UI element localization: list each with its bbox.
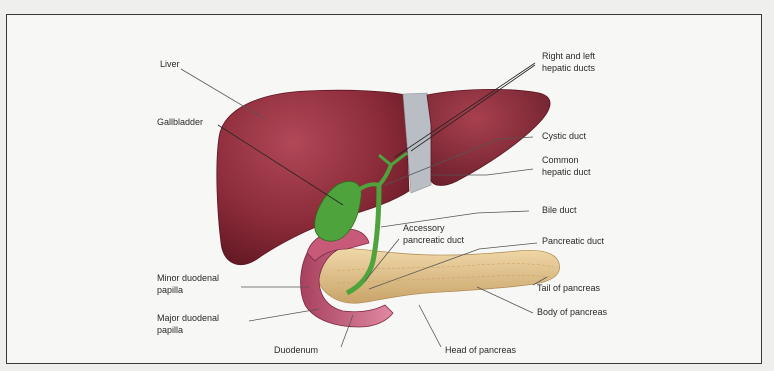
liver-pancreas-diagram: Liver Gallbladder Right and left hepatic… bbox=[7, 15, 763, 365]
label-pancreatic-duct: Pancreatic duct bbox=[542, 236, 605, 246]
label-major-papilla-2: papilla bbox=[157, 325, 183, 335]
label-cystic-duct: Cystic duct bbox=[542, 131, 587, 141]
label-head-of-pancreas: Head of pancreas bbox=[445, 345, 517, 355]
label-gallbladder: Gallbladder bbox=[157, 117, 203, 127]
label-major-papilla-1: Major duodenal bbox=[157, 313, 219, 323]
label-body-of-pancreas: Body of pancreas bbox=[537, 307, 608, 317]
leader-body-pancreas bbox=[477, 287, 533, 313]
leader-major-papilla bbox=[249, 309, 319, 321]
label-duodenum: Duodenum bbox=[274, 345, 318, 355]
diagram-frame: Liver Gallbladder Right and left hepatic… bbox=[6, 14, 762, 364]
label-minor-papilla-1: Minor duodenal bbox=[157, 273, 219, 283]
label-accessory-1: Accessory bbox=[403, 223, 445, 233]
label-bile-duct: Bile duct bbox=[542, 205, 577, 215]
label-accessory-2: pancreatic duct bbox=[403, 235, 465, 245]
label-hepatic-ducts-1: Right and left bbox=[542, 51, 596, 61]
leader-head-pancreas bbox=[419, 305, 441, 347]
label-tail-of-pancreas: Tail of pancreas bbox=[537, 283, 601, 293]
label-common-hepatic-2: hepatic duct bbox=[542, 167, 591, 177]
label-liver: Liver bbox=[160, 59, 180, 69]
leader-liver bbox=[181, 69, 265, 119]
pancreas bbox=[317, 249, 560, 304]
label-hepatic-ducts-2: hepatic ducts bbox=[542, 63, 596, 73]
label-common-hepatic-1: Common bbox=[542, 155, 579, 165]
label-minor-papilla-2: papilla bbox=[157, 285, 183, 295]
liver-right-lobe bbox=[217, 90, 409, 264]
